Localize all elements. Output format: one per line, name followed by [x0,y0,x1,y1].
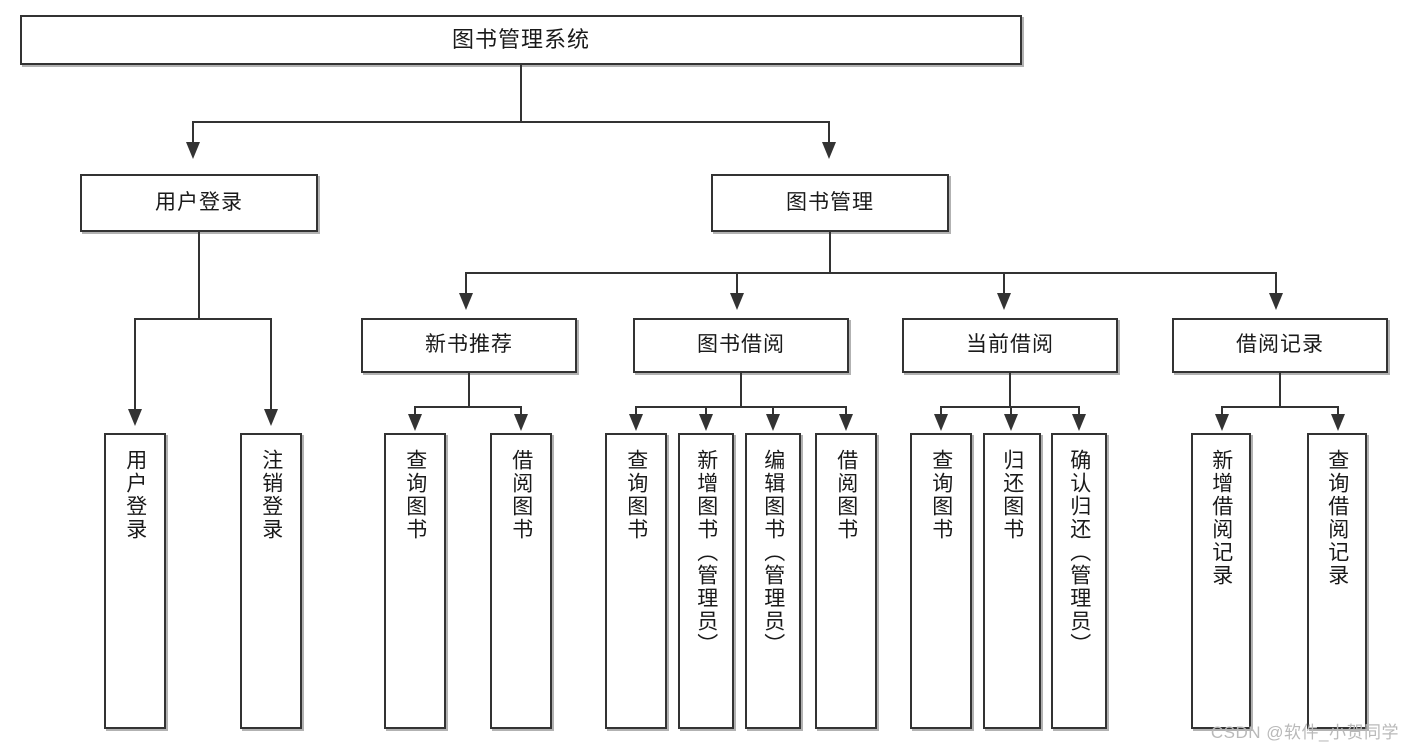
node-label: 新增借阅记录 [1209,449,1233,587]
arrow-br-add [1215,414,1229,431]
leaf-br-add-record[interactable]: 新增借阅记录 [1191,433,1251,729]
leaf-bb-query-book[interactable]: 查询图书 [605,433,667,729]
edge-drop-borrow-record [1275,272,1277,297]
arrow-borrow-record [1269,293,1283,310]
edge-level2-bus [465,272,1277,274]
arrow-book-borrow [730,293,744,310]
edge-new-book-bus [414,406,522,408]
node-label: 查询图书 [403,449,427,541]
node-label: 新增图书（管理员） [694,449,718,656]
node-label: 借阅图书 [834,449,858,541]
edge-drop-book-borrow [736,272,738,297]
arrow-bb-add [699,414,713,431]
edge-book-borrow-bus [635,406,847,408]
node-label: 用户登录 [155,190,243,214]
leaf-bb-borrow-book[interactable]: 借阅图书 [815,433,877,729]
node-label: 归还图书 [1000,449,1024,541]
arrow-bb-edit [766,414,780,431]
node-label: 查询图书 [929,449,953,541]
edge-drop-cb-return [1010,406,1012,418]
edge-drop-br-query [1337,406,1339,418]
node-label: 注销登录 [259,449,283,541]
node-label: 新书推荐 [425,333,513,357]
edge-drop-leaf-logout [270,318,272,413]
edge-level1-bus [192,121,830,123]
node-new-book-recommendation[interactable]: 新书推荐 [361,318,577,373]
leaf-user-login[interactable]: 用户登录 [104,433,166,729]
leaf-cb-return-book[interactable]: 归还图书 [983,433,1041,729]
node-current-borrowing[interactable]: 当前借阅 [902,318,1118,373]
node-label: 图书管理 [786,190,874,214]
edge-drop-leaf-user-login [134,318,136,413]
arrow-book-mgmt [822,142,836,159]
leaf-nb-query-book[interactable]: 查询图书 [384,433,446,729]
node-book-management[interactable]: 图书管理 [711,174,949,232]
node-book-borrowing[interactable]: 图书借阅 [633,318,849,373]
arrow-cb-query [934,414,948,431]
arrow-br-query [1331,414,1345,431]
node-label: 确认归还（管理员） [1067,449,1091,656]
edge-drop-nb-borrow [520,406,522,418]
node-label: 查询借阅记录 [1325,449,1349,587]
leaf-bb-edit-book[interactable]: 编辑图书（管理员） [745,433,801,729]
edge-user-login-bus [134,318,272,320]
arrow-user-login [186,142,200,159]
arrow-bb-borrow [839,414,853,431]
node-label: 编辑图书（管理员） [761,449,785,656]
node-label: 图书管理系统 [451,27,590,53]
edge-drop-book-mgmt [828,121,830,146]
leaf-cb-confirm-return[interactable]: 确认归还（管理员） [1051,433,1107,729]
arrow-leaf-user-login [128,409,142,426]
arrow-nb-query [408,414,422,431]
node-label: 当前借阅 [966,333,1054,357]
arrow-current-borrow [997,293,1011,310]
arrow-leaf-logout [264,409,278,426]
node-label: 查询图书 [624,449,648,541]
edge-borrow-record-stem [1279,373,1281,408]
arrow-cb-return [1004,414,1018,431]
edge-current-borrow-stem [1009,373,1011,408]
edge-book-mgmt-stem [829,232,831,274]
edge-drop-nb-query [414,406,416,418]
node-label: 用户登录 [123,449,147,541]
edge-drop-bb-query [635,406,637,418]
leaf-nb-borrow-book[interactable]: 借阅图书 [490,433,552,729]
edge-new-book-stem [468,373,470,408]
arrow-cb-confirm [1072,414,1086,431]
node-borrowing-record[interactable]: 借阅记录 [1172,318,1388,373]
edge-root-stem [520,65,522,123]
edge-drop-new-book [465,272,467,297]
edge-drop-br-add [1221,406,1223,418]
leaf-br-query-record[interactable]: 查询借阅记录 [1307,433,1367,729]
arrow-nb-borrow [514,414,528,431]
edge-drop-current-borrow [1003,272,1005,297]
node-user-login[interactable]: 用户登录 [80,174,318,232]
arrow-bb-query [629,414,643,431]
edge-book-borrow-stem [740,373,742,408]
edge-drop-cb-query [940,406,942,418]
edge-drop-bb-edit [772,406,774,418]
node-label: 图书借阅 [697,333,785,357]
node-label: 借阅图书 [509,449,533,541]
leaf-cb-query-book[interactable]: 查询图书 [910,433,972,729]
edge-drop-bb-add [705,406,707,418]
node-label: 借阅记录 [1236,333,1324,357]
edge-drop-cb-confirm [1078,406,1080,418]
edge-borrow-record-bus [1221,406,1339,408]
arrow-new-book [459,293,473,310]
leaf-bb-add-book[interactable]: 新增图书（管理员） [678,433,734,729]
leaf-logout[interactable]: 注销登录 [240,433,302,729]
edge-drop-bb-borrow [845,406,847,418]
node-root-system[interactable]: 图书管理系统 [20,15,1022,65]
edge-user-login-stem [198,232,200,320]
edge-drop-user-login [192,121,194,146]
